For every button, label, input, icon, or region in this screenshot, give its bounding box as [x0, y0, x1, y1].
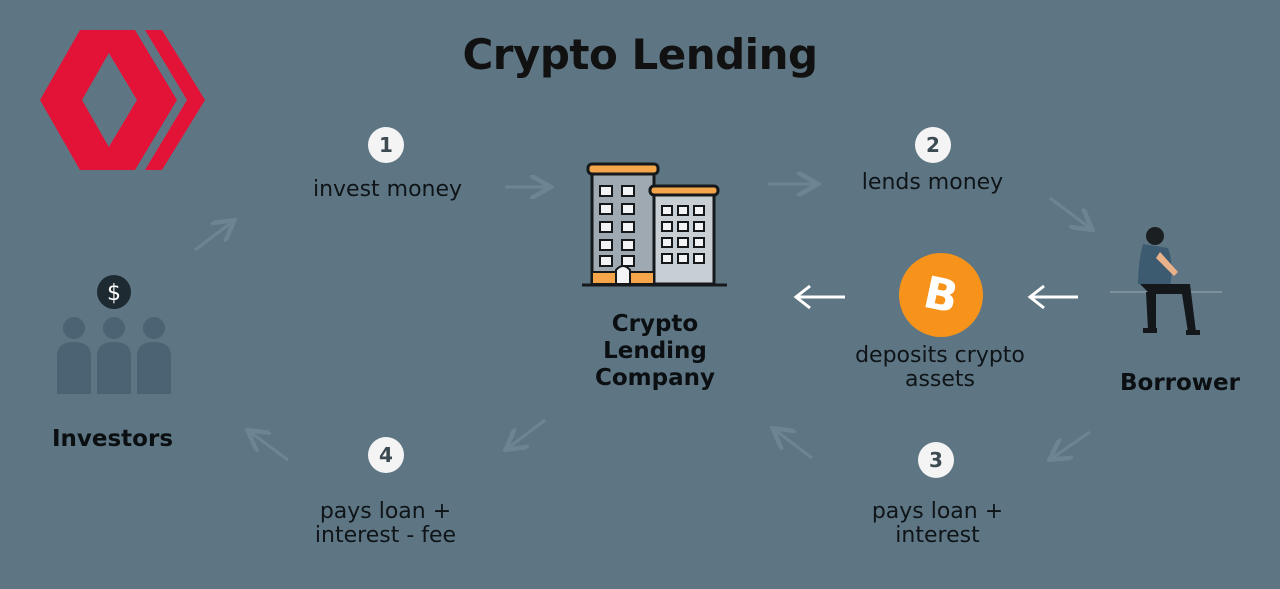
- page-title: Crypto Lending: [462, 30, 818, 79]
- arrow-borrower-to-step3: [1052, 430, 1091, 458]
- step-1-label: invest money: [312, 177, 463, 202]
- step-1-badge: 1: [368, 127, 404, 163]
- collateral-label: deposits crypto assets: [855, 343, 1025, 392]
- step-2-label: lends money: [861, 170, 1004, 195]
- arrow-company-to-step4: [508, 418, 546, 448]
- step-4-badge: 4: [368, 437, 404, 473]
- company-building-icon: [582, 160, 727, 290]
- borrower-label: Borrower: [1119, 370, 1240, 396]
- dollar-sign: $: [107, 281, 121, 306]
- borrower-person-icon: [1110, 222, 1225, 347]
- investors-group-icon: $: [52, 274, 177, 399]
- investors-label: Investors: [51, 426, 174, 452]
- step-3-badge: 3: [918, 442, 954, 478]
- company-label: Crypto Lending Company: [595, 311, 715, 391]
- step-4-label: pays loan + interest - fee: [314, 499, 457, 548]
- step-2-badge: 2: [915, 127, 951, 163]
- arrow-investors-to-step1: [194, 222, 232, 252]
- step-3-label: pays loan + interest: [871, 499, 1004, 548]
- hive-logo: [40, 30, 205, 170]
- arrow-step4-to-investors: [250, 432, 289, 462]
- bitcoin-icon: B: [898, 252, 984, 338]
- arrow-step3-to-company: [775, 430, 813, 460]
- arrow-step2-to-borrower: [1049, 196, 1090, 228]
